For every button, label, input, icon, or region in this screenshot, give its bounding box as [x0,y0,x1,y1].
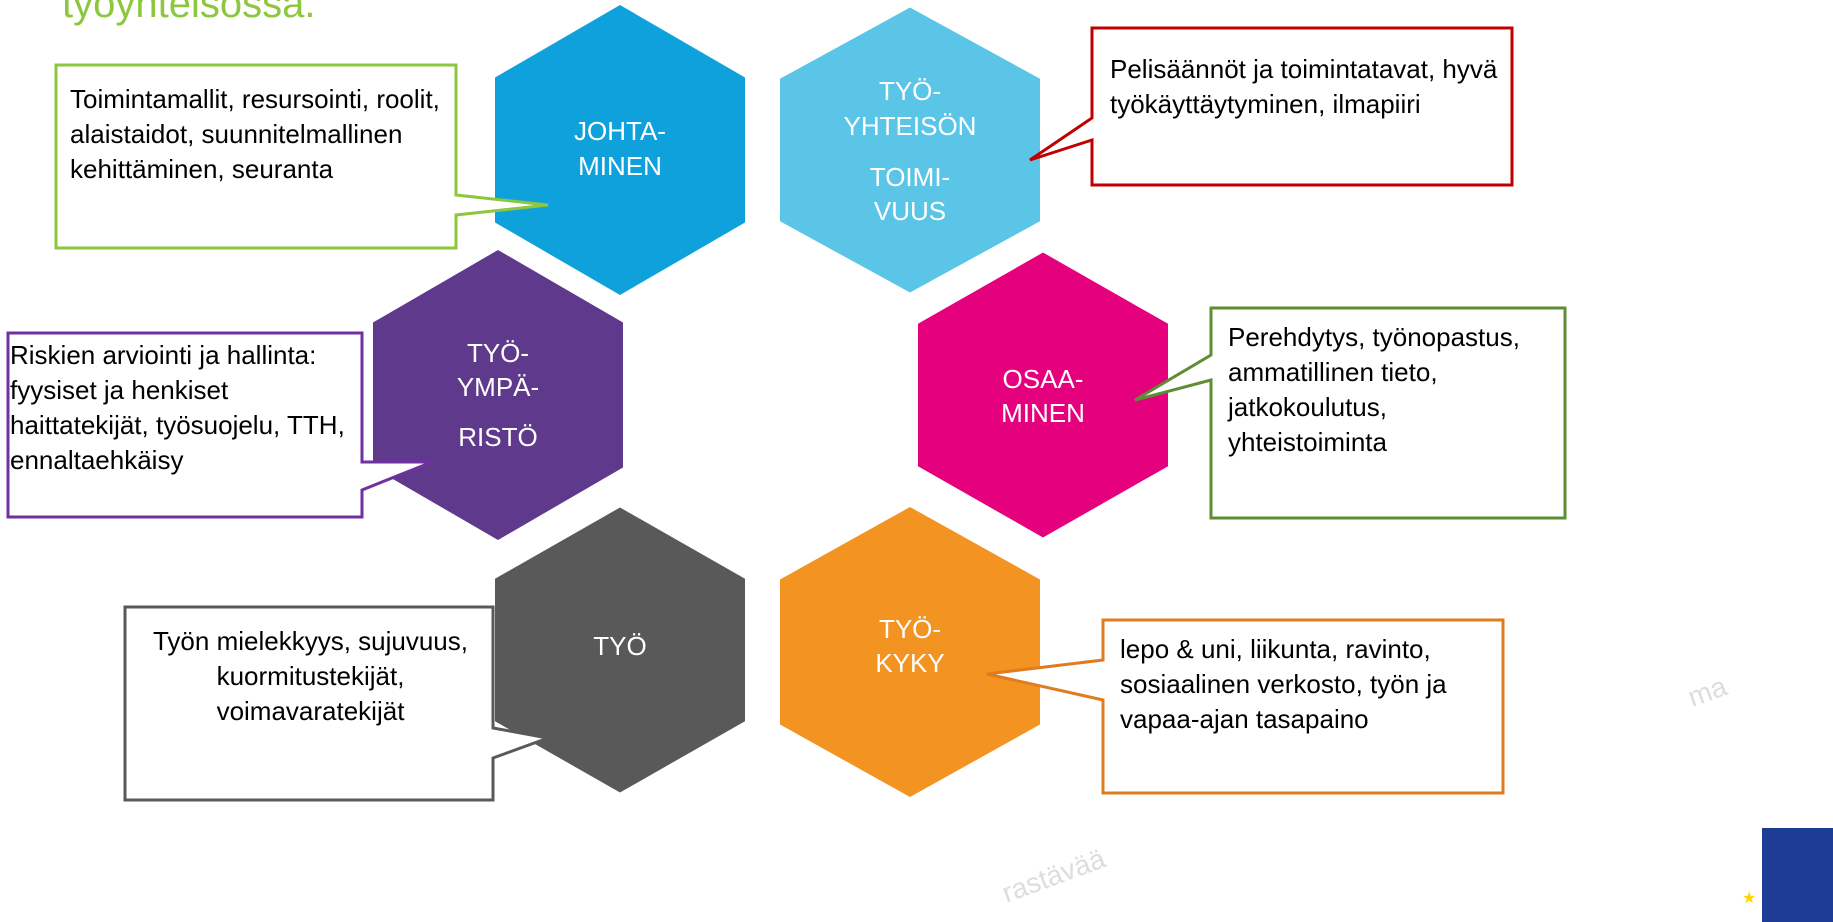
hexagon-label-line: OSAA- [1003,364,1084,394]
callout-tyo-text: Työn mielekkyys, sujuvuus, kuormitusteki… [152,626,468,726]
hexagon-label-line: TYÖ- [879,76,941,106]
hexagon-johtaminen [495,5,745,295]
hexagon-label-line: MINEN [578,151,662,181]
callout-box-osaaminen [1134,306,1567,520]
callout-osaaminen-text: Perehdytys, työnopastus, ammatillinen ti… [1228,322,1520,457]
callout-box-tyoymparisto [6,331,433,519]
hexagon-label-line: TYÖ [593,631,646,661]
hexagon-label-line: JOHTA- [574,116,666,146]
hexagon-label-line: TYÖ- [467,338,529,368]
hexagon-label-line: YMPÄ- [457,372,539,402]
slide-title: työyhteisössä. [62,0,316,26]
callout-tyokyky-text: lepo & uni, liikunta, ravinto, sosiaalin… [1120,634,1447,734]
hexagon-tyo [495,507,745,793]
hexagon-label-line: RISTÖ [458,422,537,452]
hexagon-label-line: KYKY [875,648,944,678]
eu-star-icon: ★ [1742,890,1757,907]
hexagon-label-line: MINEN [1001,398,1085,428]
hexagon-tyoymparisto [373,250,623,540]
hexagon-label-line: VUUS [874,196,946,226]
hexagon-tyokyky [780,507,1040,797]
callout-toimivuus-text: Pelisäännöt ja toimintatavat, hyvä työkä… [1110,54,1498,119]
hexagon-osaaminen [918,252,1168,538]
hexagon-label-line: YHTEISÖN [844,111,977,141]
hexagon-label-line: TOIMI- [870,162,950,192]
callout-johtaminen-text: Toimintamallit, resursointi, roolit, ala… [70,84,440,184]
callout-box-tyokyky [986,618,1505,795]
callout-box-tyo [123,605,554,802]
callout-tyoymparisto-text: Riskien arviointi ja hallinta: fyysiset … [10,340,345,475]
eu-flag [1762,828,1833,922]
callout-box-toimivuus [1029,26,1514,187]
hexagon-tyoyhteison-toimivuus [780,7,1040,293]
hexagon-label-line: TYÖ- [879,614,941,644]
callout-box-johtaminen [54,63,549,250]
